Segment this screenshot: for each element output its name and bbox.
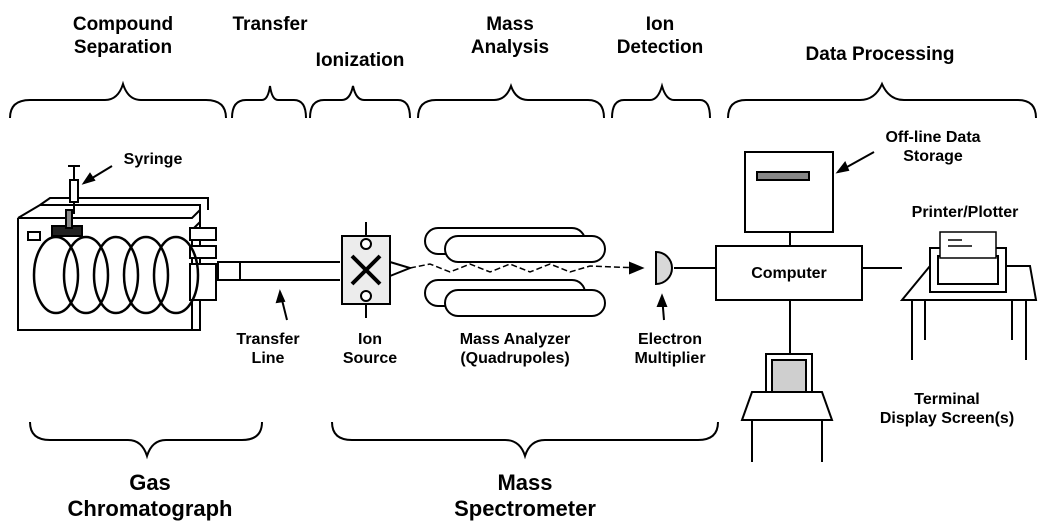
label-electron-multiplier: Electron Multiplier — [622, 330, 718, 368]
electron-multiplier-shape — [655, 250, 673, 286]
brace-mass-analysis — [417, 83, 605, 119]
terminal — [740, 353, 834, 462]
stage-mass-analysis-line2: Analysis — [470, 36, 550, 58]
label-offline-storage: Off-line Data Storage — [868, 128, 998, 166]
label-mass-analyzer-1: Mass Analyzer — [459, 331, 571, 348]
quadrupole-rods — [424, 227, 606, 317]
group-gas-chromatograph-1: Gas — [129, 470, 171, 495]
label-transfer-line: Transfer Line — [228, 330, 308, 368]
printer-plotter — [899, 231, 1038, 360]
brace-mass-spectrometer — [331, 421, 719, 460]
label-electron-multiplier-2: Multiplier — [634, 350, 706, 368]
group-gas-chromatograph-2: Chromatograph — [67, 496, 233, 522]
stage-ion-detection: Ion Detection — [610, 14, 710, 60]
label-ion-source-1: Ion — [358, 331, 382, 348]
stage-ion-detection-line2: Detection — [616, 36, 704, 58]
label-printer-plotter: Printer/Plotter — [911, 204, 1019, 221]
group-mass-spectrometer-2: Spectrometer — [454, 496, 596, 522]
group-mass-spectrometer: Mass Spectrometer — [430, 470, 620, 523]
brace-ionization — [309, 85, 411, 119]
stage-transfer: Transfer — [232, 14, 308, 35]
brace-ion-detection — [611, 82, 711, 119]
label-terminal: Terminal Display Screen(s) — [862, 390, 1032, 428]
stage-mass-analysis-line1: Mass — [486, 14, 534, 35]
label-mass-analyzer: Mass Analyzer (Quadrupoles) — [430, 330, 600, 368]
stage-ion-detection-line1: Ion — [645, 14, 675, 35]
connector-lines — [674, 232, 902, 355]
label-mass-analyzer-2: (Quadrupoles) — [460, 350, 570, 368]
label-transfer-line-1: Transfer — [236, 331, 300, 348]
brace-data-processing — [727, 81, 1037, 119]
ion-source-block — [341, 222, 414, 318]
stage-ionization: Ionization — [315, 50, 405, 71]
group-mass-spectrometer-1: Mass — [497, 470, 553, 495]
brace-compound-separation — [9, 80, 227, 119]
label-terminal-2: Display Screen(s) — [879, 410, 1015, 428]
label-electron-multiplier-1: Electron — [637, 331, 702, 348]
stage-compound-separation-line2: Separation — [73, 36, 173, 58]
label-ion-source: Ion Source — [330, 330, 410, 368]
label-offline-storage-2: Storage — [903, 148, 963, 166]
group-gas-chromatograph: Gas Chromatograph — [50, 470, 250, 523]
stage-mass-analysis: Mass Analysis — [455, 14, 565, 60]
stage-data-processing: Data Processing — [805, 44, 955, 65]
syringe — [68, 165, 80, 214]
label-terminal-1: Terminal — [914, 391, 980, 408]
label-syringe: Syringe — [123, 151, 183, 168]
brace-gas-chromatograph — [29, 421, 263, 460]
label-ion-source-2: Source — [342, 350, 398, 368]
label-transfer-line-2: Line — [251, 350, 285, 368]
stage-compound-separation-line1: Compound — [72, 14, 174, 35]
transfer-line-tube — [217, 261, 340, 281]
gc-column-coil — [32, 235, 200, 315]
computer-box — [715, 245, 863, 301]
ion-beam — [409, 263, 641, 273]
offline-storage-box — [744, 151, 834, 233]
brace-transfer — [231, 85, 307, 119]
label-computer: Computer — [751, 265, 827, 282]
stage-compound-separation: Compound Separation — [48, 14, 198, 60]
label-offline-storage-1: Off-line Data — [885, 129, 981, 146]
